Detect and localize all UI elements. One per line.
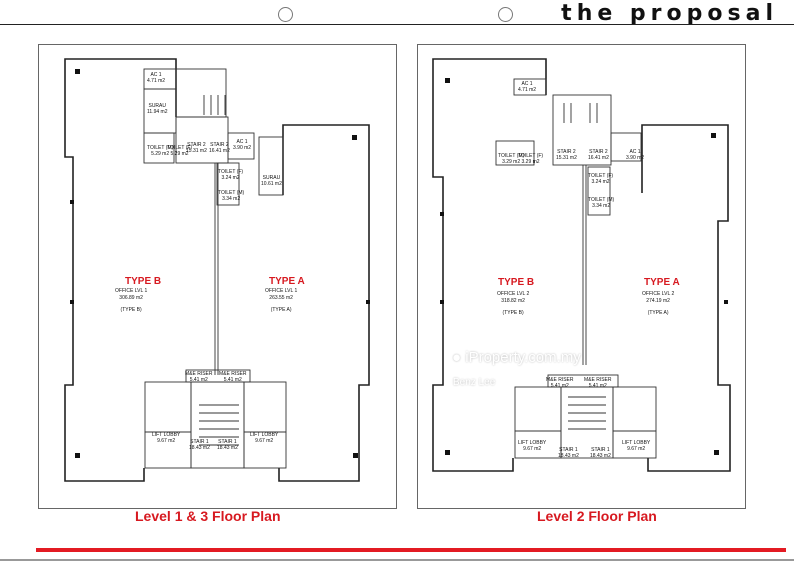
- unit-tag-type-b: (TYPE B): [502, 310, 524, 316]
- unit-office-type-a: OFFICE LVL 2 274.19 m2 (TYPE A): [642, 291, 674, 317]
- unit-office-type-b: OFFICE LVL 1 306.89 m2 (TYPE B): [115, 288, 147, 314]
- caption-level-1-3: Level 1 & 3 Floor Plan: [135, 508, 281, 524]
- unit-tag-type-a: (TYPE A): [647, 310, 669, 316]
- unit-office-type-b: OFFICE LVL 2 318.82 m2 (TYPE B): [497, 291, 529, 317]
- unit-area-type-a: 274.19 m2: [646, 298, 670, 304]
- footer-red-rule: [36, 548, 786, 552]
- unit-office-label-type-b: OFFICE LVL 1: [115, 288, 148, 294]
- unit-label-type-b: TYPE B: [498, 277, 535, 288]
- watermark-agent: Benz Lee: [453, 377, 496, 388]
- binder-hole-left: [278, 7, 293, 22]
- room-toilet-m: TOILET (M)3.29 m2: [498, 153, 525, 165]
- unit-office-label-type-a: OFFICE LVL 1: [265, 288, 298, 294]
- room-toilet-f: TOILET (F)5.29 m2: [167, 145, 193, 157]
- page-title: the proposal: [561, 1, 778, 26]
- room-toilet-mid-m: TOILET (M)3.34 m2: [218, 190, 245, 202]
- unit-label-type-b: TYPE B: [125, 276, 162, 287]
- watermark-text: iProperty.com.my: [465, 349, 581, 366]
- room-toilet-m: TOILET (M)5.29 m2: [147, 145, 174, 157]
- header-rule: [0, 24, 794, 25]
- room-toilet-mid-m: TOILET (M)3.34 m2: [588, 197, 615, 209]
- unit-area-type-b: 306.89 m2: [119, 295, 143, 301]
- room-toilet-f: TOILET (F)3.29 m2: [518, 153, 544, 165]
- unit-office-label-type-a: OFFICE LVL 2: [642, 291, 675, 297]
- footer-grey-rule: [0, 559, 794, 561]
- unit-label-type-a: TYPE A: [644, 277, 680, 288]
- unit-tag-type-b: (TYPE B): [120, 307, 142, 313]
- watermark-name: ● iProperty.com.my: [452, 349, 581, 366]
- caption-level-2: Level 2 Floor Plan: [537, 508, 657, 524]
- room-toilet-mid-f: TOILET (F)3.24 m2: [588, 173, 614, 185]
- floor-plan-drawing-level-1-3: [64, 58, 370, 482]
- location-pin-icon: ●: [452, 349, 462, 366]
- unit-office-label-type-b: OFFICE LVL 2: [497, 291, 530, 297]
- room-toilet-mid-f: TOILET (F)3.24 m2: [218, 169, 244, 181]
- unit-tag-type-a: (TYPE A): [270, 307, 292, 313]
- unit-office-type-a: OFFICE LVL 1 263.55 m2 (TYPE A): [265, 288, 297, 314]
- floor-plan-drawing-level-2: [432, 58, 731, 472]
- unit-area-type-b: 318.82 m2: [501, 298, 525, 304]
- unit-label-type-a: TYPE A: [269, 276, 305, 287]
- binder-hole-right: [498, 7, 513, 22]
- unit-area-type-a: 263.55 m2: [269, 295, 293, 301]
